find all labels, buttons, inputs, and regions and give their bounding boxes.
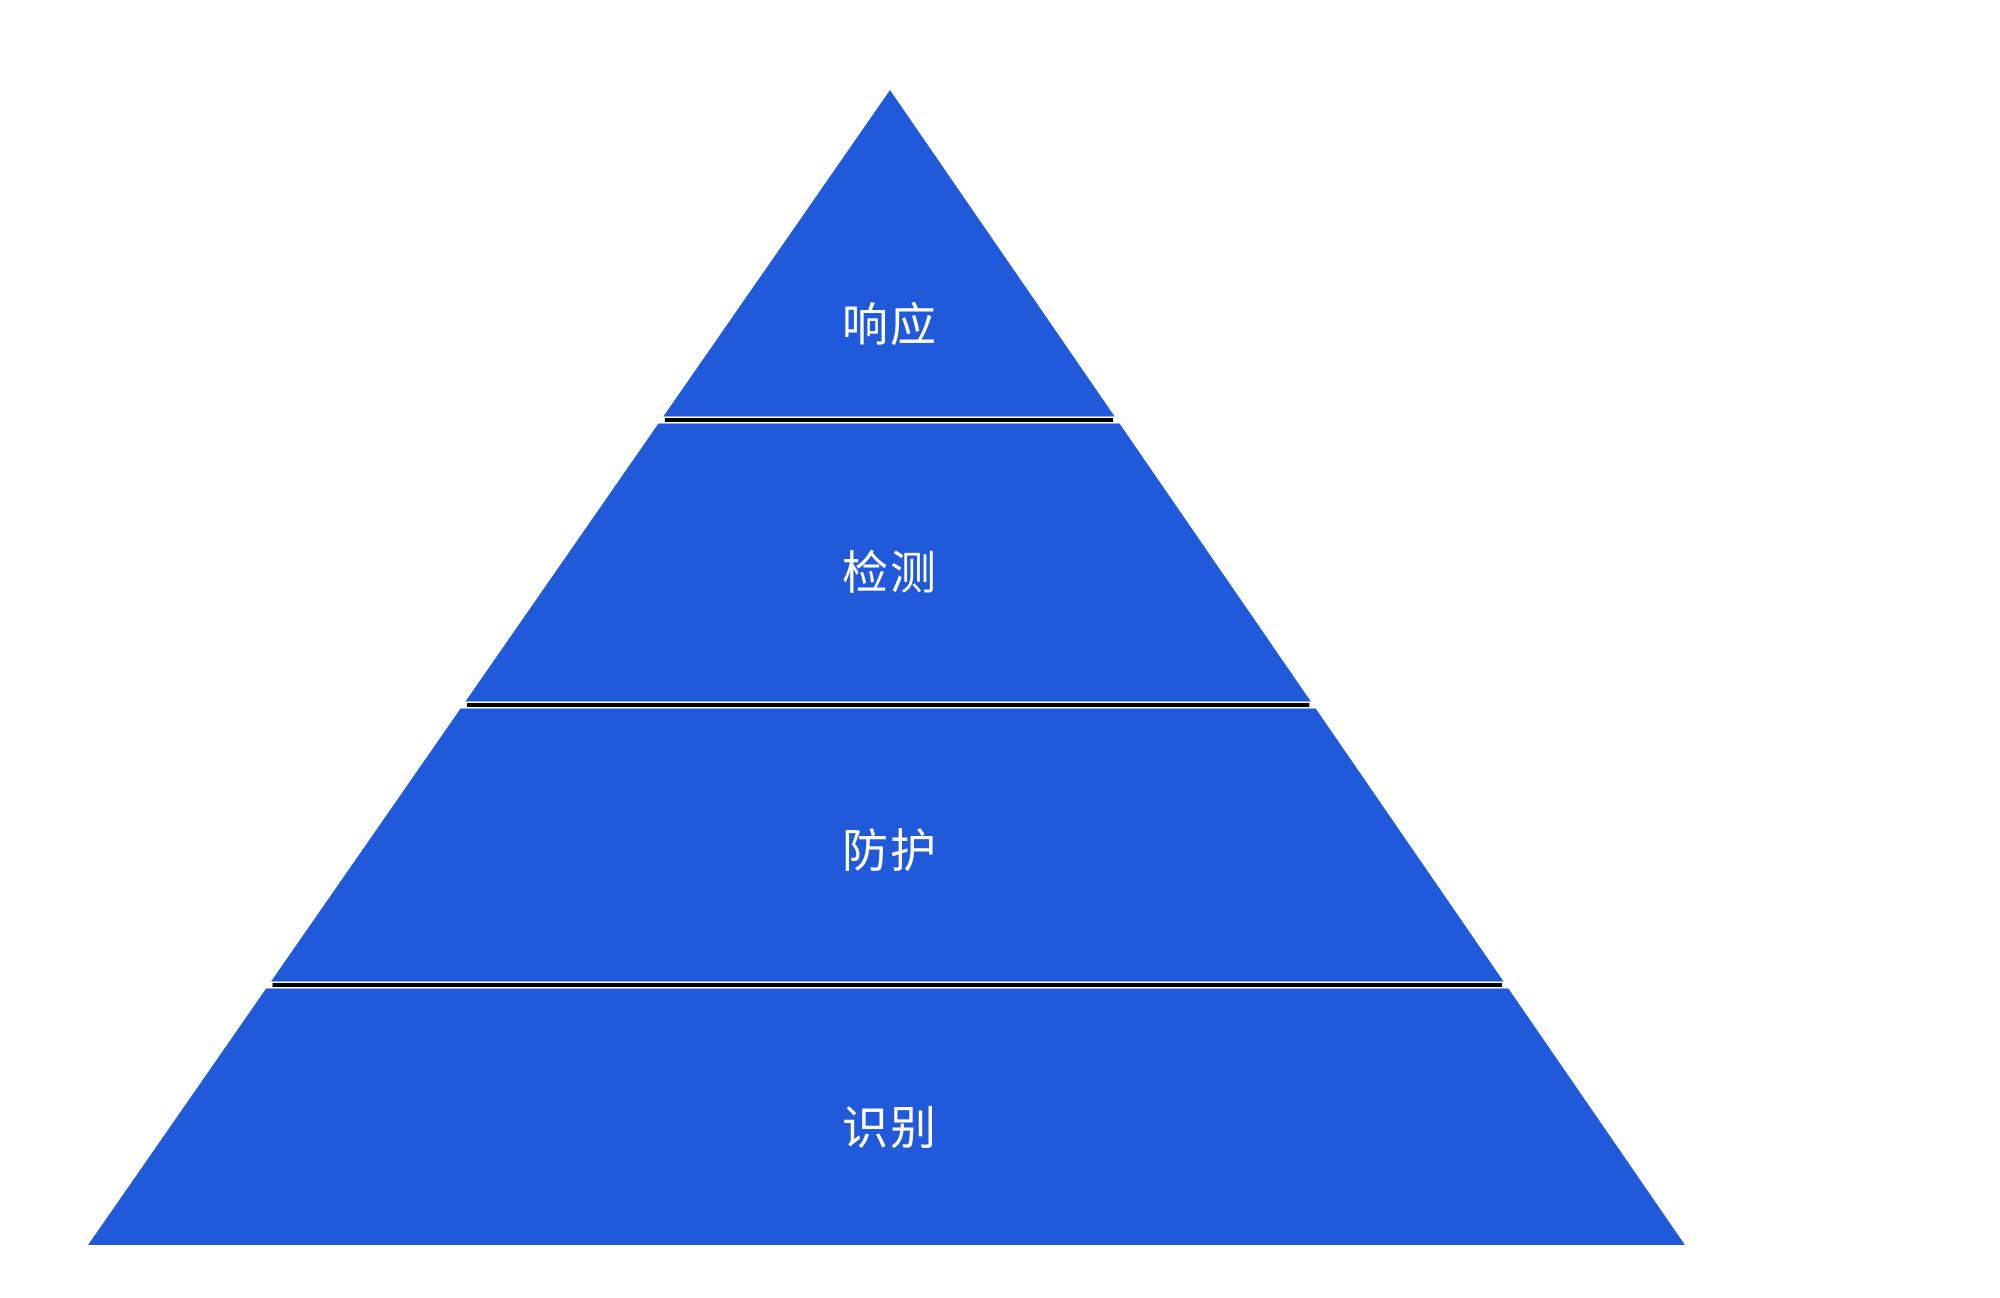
- pyramid-layer-second-shape: [465, 423, 1311, 702]
- pyramid-layer-top-shape: [663, 90, 1115, 417]
- pyramid-layer-bottom-shape: [88, 988, 1685, 1245]
- pyramid-layer-third-shape: [270, 708, 1504, 982]
